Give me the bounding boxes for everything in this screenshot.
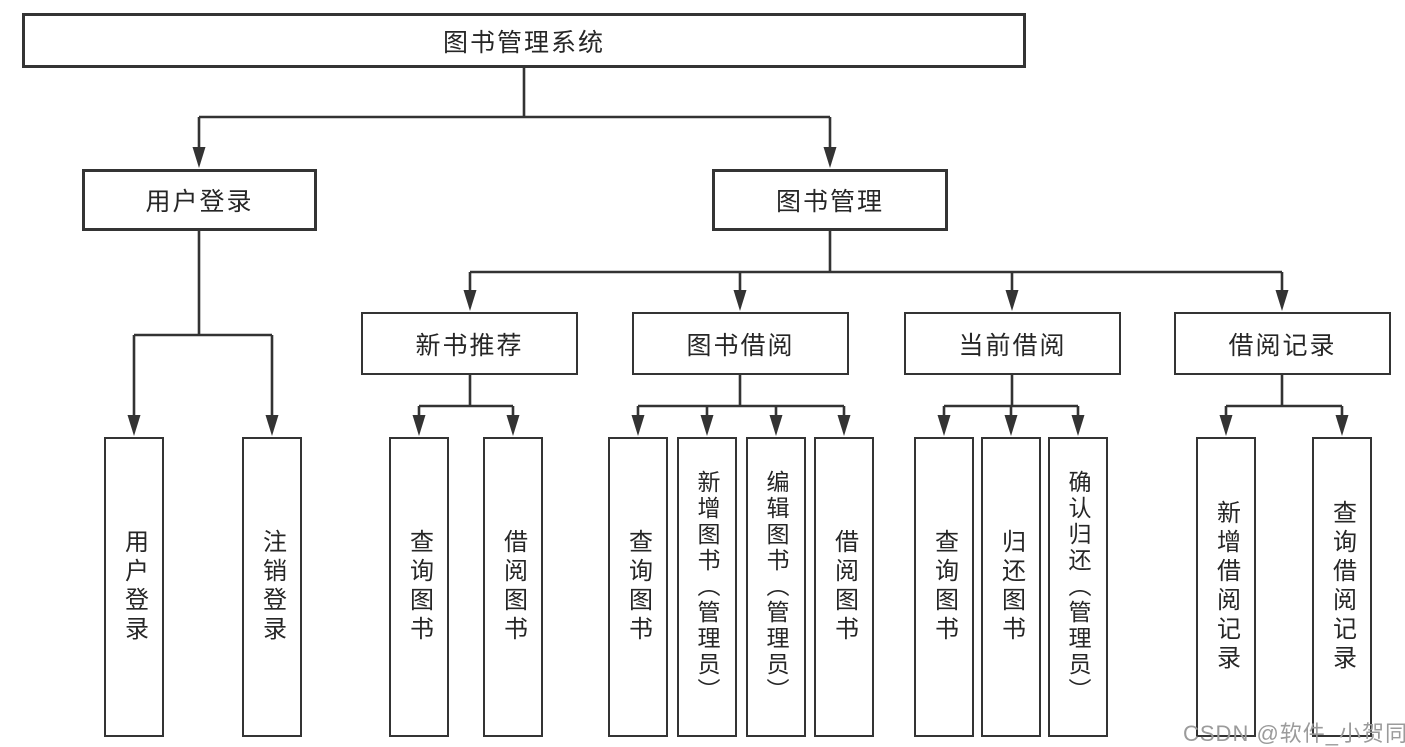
arrowhead-icon (127, 415, 141, 436)
arrowhead-icon (1335, 415, 1349, 436)
leaf-query-books-recommend: 查询图书 (389, 437, 449, 737)
connector-recommend-to-leaves (417, 375, 515, 418)
arrowhead-icon (631, 415, 645, 436)
arrowhead-icon (192, 147, 206, 168)
arrowhead-icon (937, 415, 951, 436)
arrowhead-icon (1071, 415, 1085, 436)
arrowhead-icon (1275, 290, 1289, 311)
node-book-management: 图书管理 (712, 169, 948, 231)
leaf-user-login: 用户登录 (104, 437, 164, 737)
node-new-book-recommend: 新书推荐 (361, 312, 578, 375)
node-borrow-records: 借阅记录 (1174, 312, 1391, 375)
arrowhead-icon (823, 147, 837, 168)
arrowhead-icon (1219, 415, 1233, 436)
node-root: 图书管理系统 (22, 13, 1026, 68)
connector-root-to-level2 (197, 68, 832, 150)
watermark: CSDN @软件_小贺同学 (1183, 721, 1405, 746)
leaf-logout: 注销登录 (242, 437, 302, 737)
leaf-return-books: 归还图书 (981, 437, 1041, 737)
leaf-borrow-books: 借阅图书 (814, 437, 874, 737)
connector-borrow-to-leaves (636, 375, 846, 418)
leaf-add-book-admin: 新增图书（管理员） (677, 437, 737, 737)
arrowhead-icon (769, 415, 783, 436)
leaf-borrow-books-recommend: 借阅图书 (483, 437, 543, 737)
arrowhead-icon (700, 415, 714, 436)
node-current-borrow: 当前借阅 (904, 312, 1121, 375)
arrowhead-icon (837, 415, 851, 436)
leaf-add-borrow-record: 新增借阅记录 (1196, 437, 1256, 737)
node-book-borrow: 图书借阅 (632, 312, 849, 375)
arrowhead-icon (1004, 415, 1018, 436)
arrowhead-icon (506, 415, 520, 436)
leaf-confirm-return-admin: 确认归还（管理员） (1048, 437, 1108, 737)
leaf-query-borrow-record: 查询借阅记录 (1312, 437, 1372, 737)
connector-current-to-leaves (942, 375, 1080, 418)
connector-records-to-leaves (1224, 375, 1344, 418)
leaf-edit-book-admin: 编辑图书（管理员） (746, 437, 806, 737)
arrowhead-icon (1005, 290, 1019, 311)
connector-bookmgmt-to-level3 (468, 231, 1284, 293)
arrowhead-icon (412, 415, 426, 436)
leaf-query-books-current: 查询图书 (914, 437, 974, 737)
arrowhead-icon (265, 415, 279, 436)
arrowhead-icon (733, 290, 747, 311)
node-user-login: 用户登录 (82, 169, 317, 231)
connector-userlogin-to-leaves (132, 231, 274, 418)
arrowhead-icon (463, 290, 477, 311)
leaf-query-books-borrow: 查询图书 (608, 437, 668, 737)
